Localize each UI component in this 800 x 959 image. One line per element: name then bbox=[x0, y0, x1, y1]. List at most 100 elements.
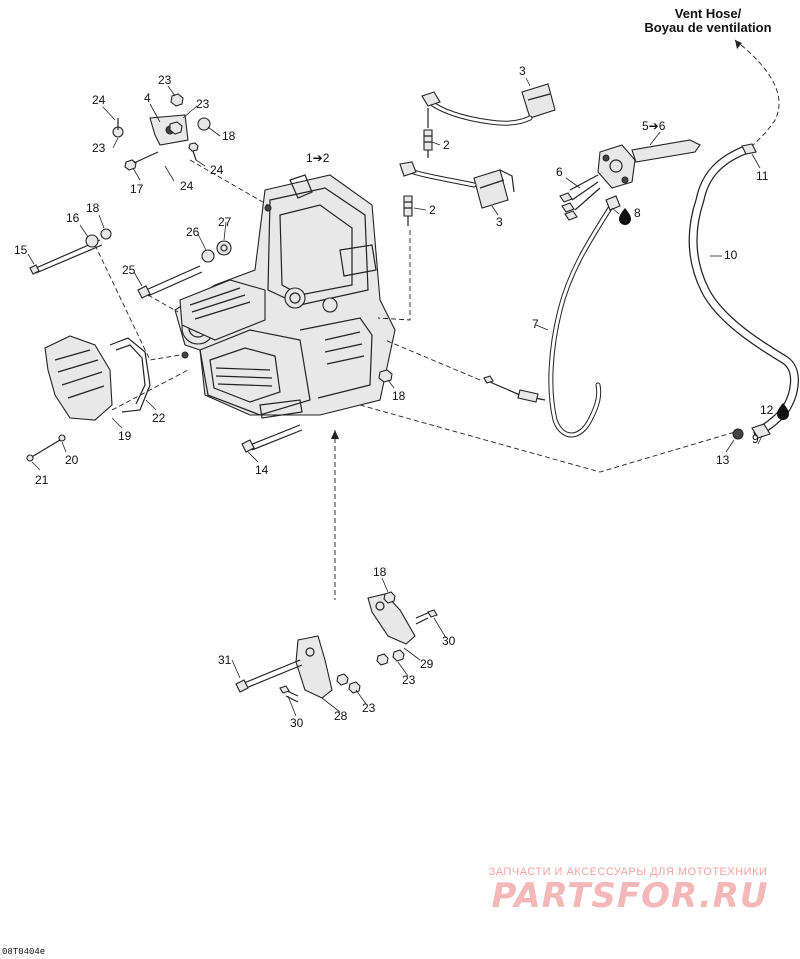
leader-31 bbox=[231, 659, 241, 679]
callout-11: 11 bbox=[756, 169, 769, 183]
callout-1-2: 1➔2 bbox=[306, 151, 330, 165]
callout-6: 6 bbox=[556, 165, 563, 179]
vent-hose bbox=[688, 143, 799, 439]
callout-9: 9 bbox=[752, 432, 759, 446]
leader-18d bbox=[381, 577, 389, 593]
leader-13 bbox=[725, 439, 735, 453]
callout-12: 12 bbox=[760, 403, 774, 417]
leader-18b bbox=[98, 214, 105, 229]
leader-21 bbox=[31, 461, 41, 471]
callout-18-right: 18 bbox=[392, 389, 406, 403]
spark-plug-upper bbox=[423, 129, 433, 158]
leader-17 bbox=[132, 167, 141, 181]
callout-5-6: 5➔6 bbox=[642, 119, 666, 133]
leader-28 bbox=[321, 697, 341, 713]
callout-25: 25 bbox=[122, 263, 136, 277]
upper-bracket-assembly bbox=[112, 93, 211, 171]
figure-code: 08T0404e bbox=[2, 947, 45, 957]
leader-23e bbox=[355, 689, 367, 705]
pointer-to-cover bbox=[111, 369, 189, 411]
callout-23-top: 23 bbox=[158, 73, 172, 87]
leader-4 bbox=[149, 103, 161, 123]
vent-hose-arrowhead bbox=[735, 40, 742, 49]
leader-24a bbox=[102, 106, 116, 121]
leader-24b bbox=[195, 159, 206, 167]
leader-27 bbox=[223, 221, 227, 241]
callout-15: 15 bbox=[14, 243, 28, 257]
callout-22: 22 bbox=[152, 411, 166, 425]
mount-pointer-arrowhead bbox=[331, 430, 339, 439]
callout-3-lower: 3 bbox=[496, 215, 503, 229]
pointer-spark-plug bbox=[377, 230, 411, 321]
leader-19 bbox=[111, 417, 123, 429]
callout-20: 20 bbox=[65, 453, 79, 467]
nut-18-right bbox=[378, 369, 393, 383]
leader-23c bbox=[112, 137, 119, 149]
leader-5-6 bbox=[649, 131, 661, 146]
watermark-caption: ЗАПЧАСТИ И АКСЕССУАРЫ ДЛЯ МОТОТЕХНИКИ bbox=[489, 866, 768, 878]
vent-hose-pointer-line bbox=[734, 39, 780, 147]
leader-23d bbox=[397, 661, 409, 677]
leader-2a bbox=[431, 141, 441, 146]
leader-6 bbox=[565, 177, 581, 189]
leader-18c bbox=[387, 379, 395, 389]
callout-18-upper-bracket: 18 bbox=[222, 129, 236, 143]
leader-11 bbox=[751, 153, 761, 169]
leader-8 bbox=[611, 207, 620, 215]
throttle-lever-assembly bbox=[559, 139, 701, 221]
leader-2b bbox=[413, 207, 427, 211]
leader-26 bbox=[197, 233, 207, 251]
engine-mount-assembly bbox=[235, 591, 438, 703]
pointer-long-bolt bbox=[94, 244, 181, 361]
leader-16 bbox=[79, 224, 89, 238]
callout-14: 14 bbox=[255, 463, 269, 477]
callout-8: 8 bbox=[634, 206, 641, 220]
engine-assembly bbox=[174, 174, 396, 419]
callout-18-left: 18 bbox=[86, 201, 100, 215]
callout-18-mount: 18 bbox=[373, 565, 387, 579]
leader-3a bbox=[525, 77, 531, 87]
callout-4: 4 bbox=[144, 91, 151, 105]
watermark-logo-text: PARTSFOR.RU bbox=[491, 876, 768, 916]
leader-20 bbox=[61, 441, 67, 453]
callout-28: 28 bbox=[334, 709, 348, 723]
pointer-bolt-25 bbox=[147, 294, 179, 313]
callout-10: 10 bbox=[724, 248, 738, 262]
callout-30-right: 30 bbox=[442, 634, 456, 648]
leader-25 bbox=[133, 271, 143, 287]
oil-drop-icon bbox=[619, 208, 631, 225]
spark-plug-lower bbox=[403, 195, 413, 226]
pointer-to-engine-top bbox=[189, 159, 269, 206]
callout-27: 27 bbox=[218, 215, 232, 229]
callout-2-lower: 2 bbox=[429, 203, 436, 217]
leader-30b bbox=[287, 695, 297, 717]
callout-23-mount-a: 23 bbox=[402, 673, 416, 687]
bolt-14 bbox=[241, 424, 303, 453]
callout-29: 29 bbox=[420, 657, 434, 671]
leader-9 bbox=[757, 435, 763, 445]
callout-23-mount-b: 23 bbox=[362, 701, 376, 715]
ignition-coil-top bbox=[421, 83, 556, 128]
leader-29 bbox=[403, 647, 421, 661]
callout-21: 21 bbox=[35, 473, 49, 487]
callout-31: 31 bbox=[218, 653, 232, 667]
callout-3-top: 3 bbox=[519, 64, 526, 78]
callout-26: 26 bbox=[186, 225, 200, 239]
hose-clamp-13 bbox=[732, 428, 744, 440]
side-cover bbox=[44, 335, 151, 421]
callout-24-right: 24 bbox=[210, 163, 224, 177]
callout-23-right: 23 bbox=[196, 97, 210, 111]
callout-23-left: 23 bbox=[92, 141, 106, 155]
callout-30-left: 30 bbox=[290, 716, 304, 730]
leader-14 bbox=[247, 451, 259, 463]
bolt-25-group bbox=[137, 240, 232, 299]
callout-13: 13 bbox=[716, 453, 730, 467]
leader-22 bbox=[145, 399, 157, 411]
pointer-to-hose-clamp bbox=[359, 404, 736, 473]
callout-17: 17 bbox=[130, 182, 144, 196]
ignition-coil-lower bbox=[399, 161, 515, 209]
leader-30a bbox=[433, 617, 447, 639]
leader-23b bbox=[182, 105, 198, 119]
callout-7: 7 bbox=[532, 317, 539, 331]
